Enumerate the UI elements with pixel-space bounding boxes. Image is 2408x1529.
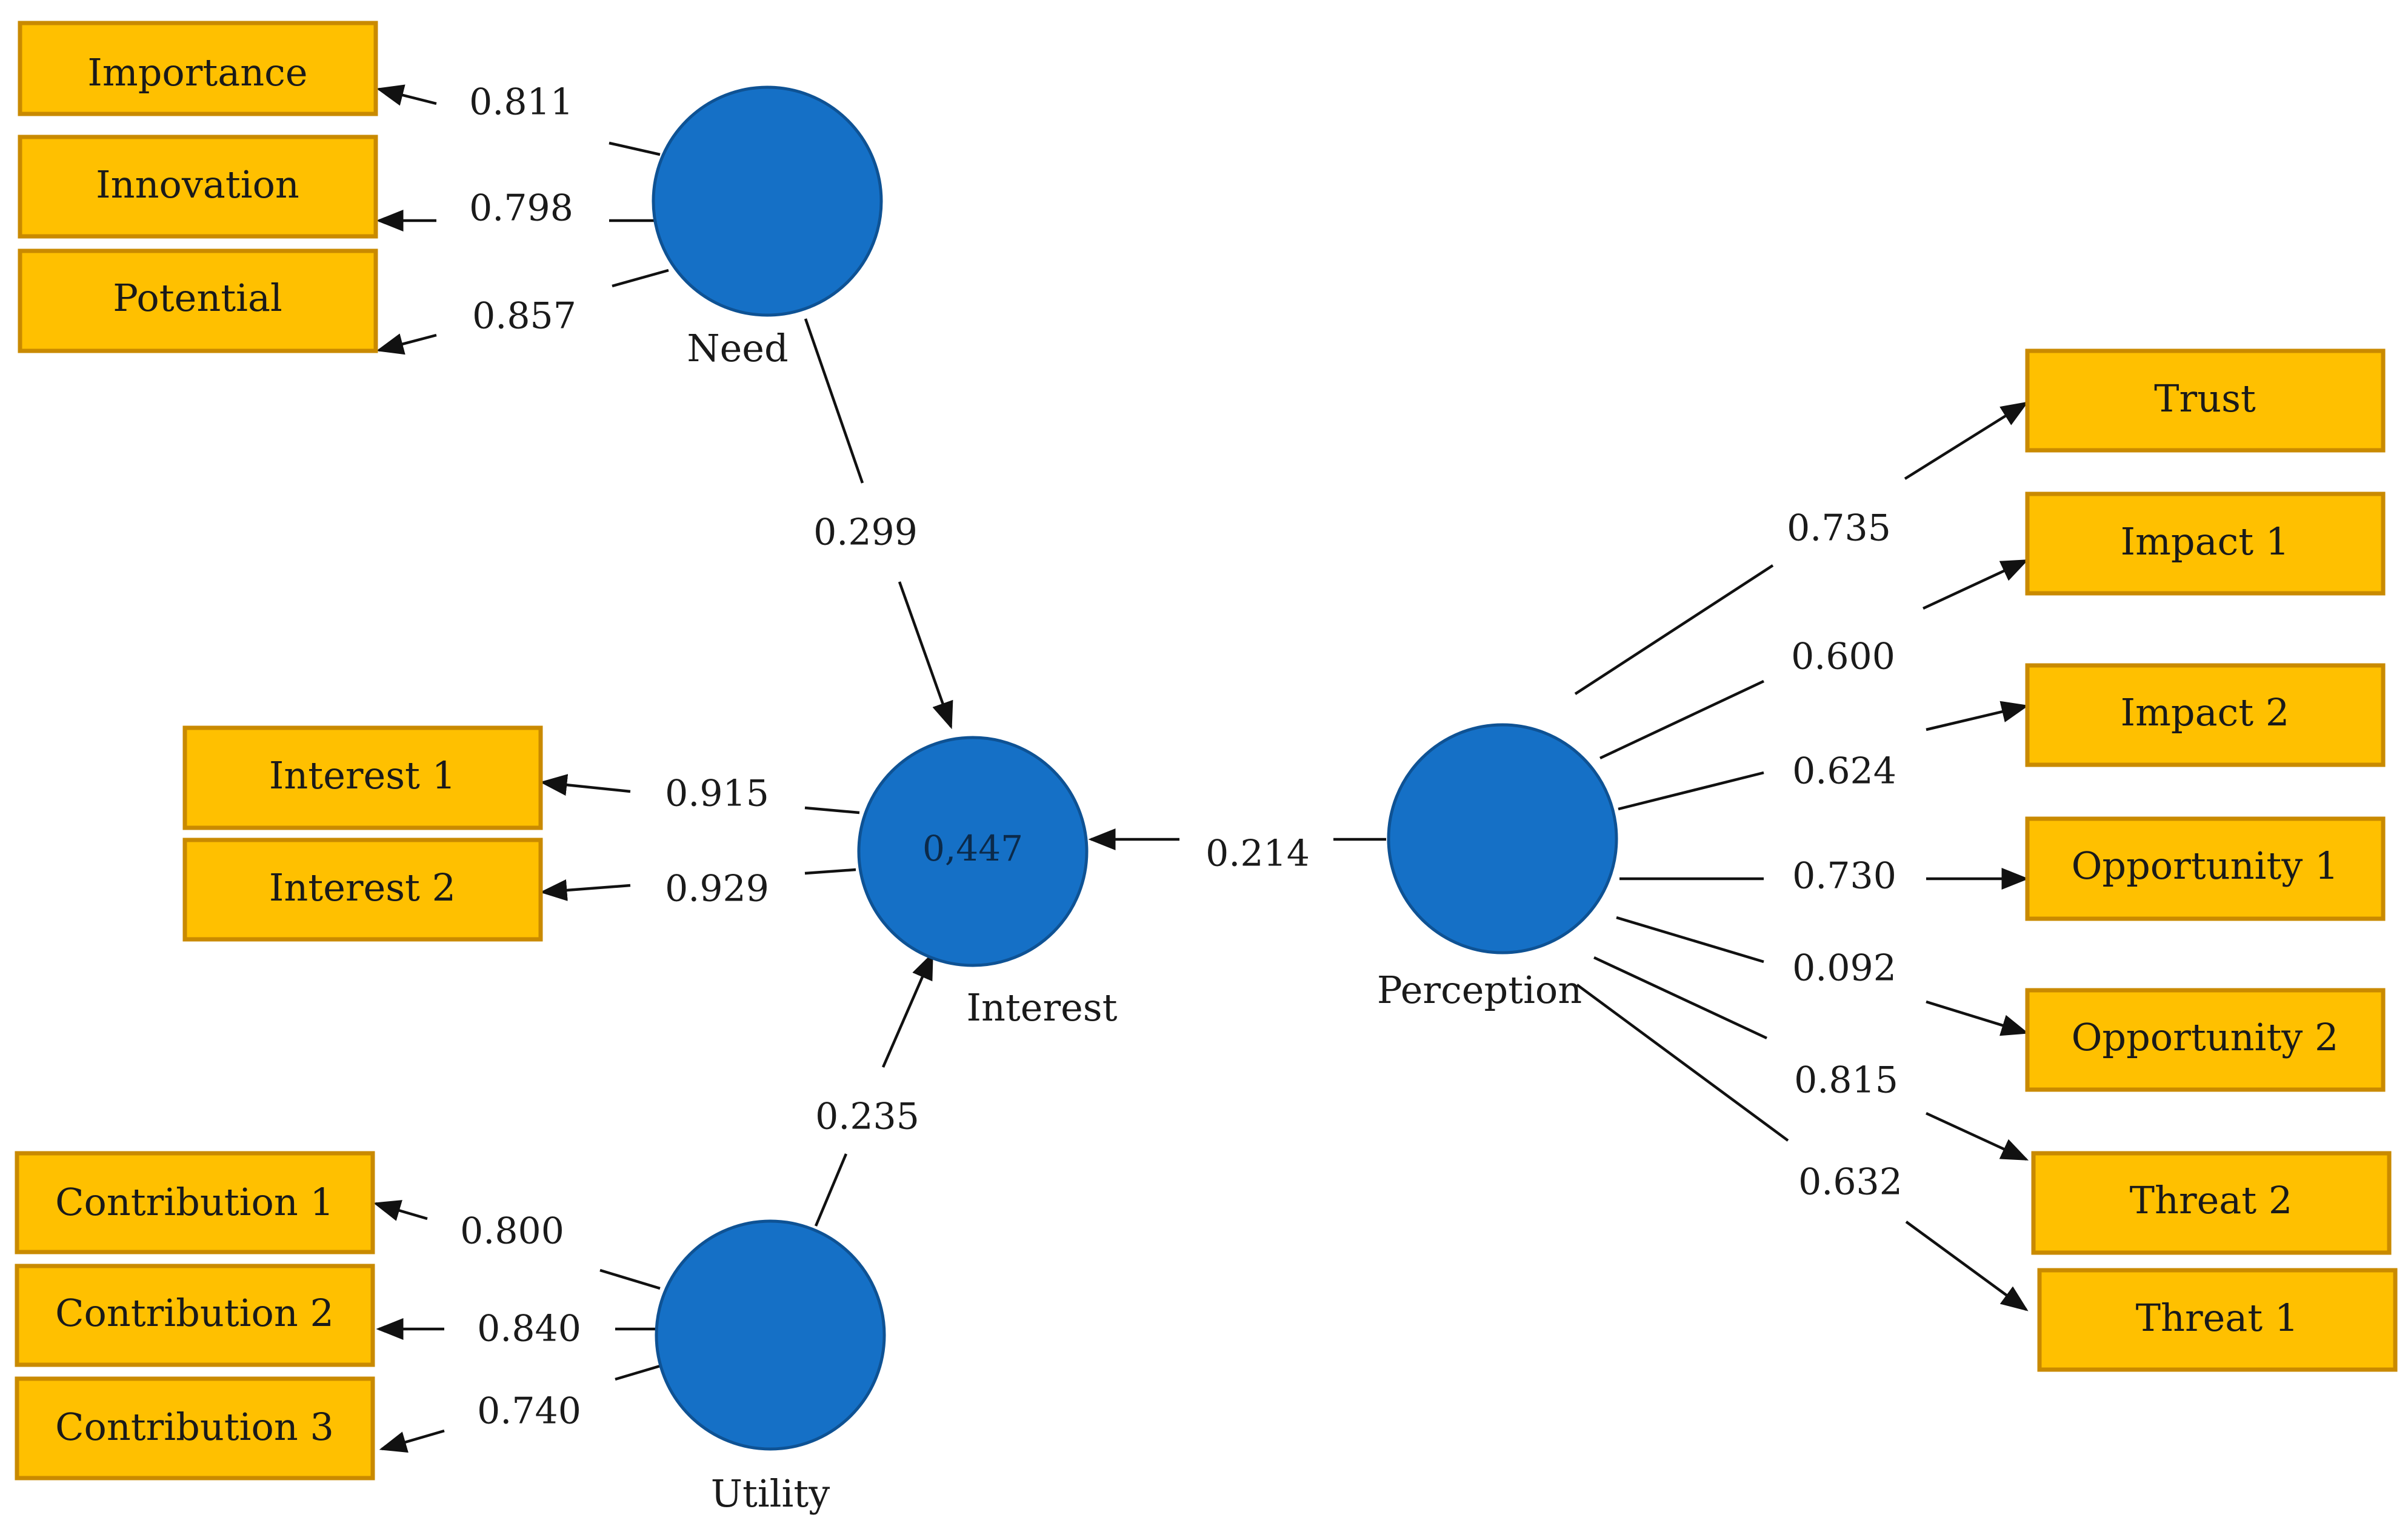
loading-innovation: 0.798: [469, 187, 573, 230]
indicator-trust-label: Trust: [2154, 376, 2256, 421]
edge-need-interest-b: [898, 581, 953, 730]
loading-interest2: 0.929: [665, 868, 769, 910]
indicator-importance: Importance: [18, 21, 378, 116]
indicator-threat2-label: Threat 2: [2130, 1178, 2293, 1222]
path-utility-interest: 0.235: [815, 1096, 919, 1138]
node-perception-circle: [1387, 723, 1618, 954]
node-utility-label: Utility: [711, 1471, 830, 1516]
edge-perception-threat2-a: [1593, 956, 1767, 1040]
indicator-contribution2: Contribution 2: [15, 1264, 375, 1367]
indicator-threat2: Threat 2: [2031, 1151, 2392, 1255]
edge-need-potential-b: [376, 333, 437, 355]
indicator-potential-label: Potential: [113, 276, 282, 320]
indicator-trust: Trust: [2025, 348, 2386, 453]
node-perception: [1387, 723, 1618, 954]
node-interest: 0,447: [857, 736, 1089, 967]
node-need-circle: [652, 85, 883, 317]
edge-need-potential-a: [612, 268, 669, 288]
indicator-impact2-label: Impact 2: [2121, 690, 2290, 735]
loading-interest1: 0.915: [665, 773, 769, 815]
latent-nodes: Need 0,447 Interest Utility Perception: [652, 85, 1618, 1516]
edge-utility-c1-a: [599, 1268, 661, 1290]
edge-perception-impact1-b: [1923, 559, 2029, 610]
indicator-impact1: Impact 1: [2025, 491, 2386, 596]
edge-perception-trust-b: [1904, 401, 2029, 480]
loading-contribution2: 0.840: [477, 1308, 581, 1350]
indicator-interest1: Interest 1: [182, 725, 543, 830]
node-interest-r2: 0,447: [922, 828, 1023, 869]
edge-perception-threat2-b: [1926, 1111, 2029, 1161]
indicator-interest2: Interest 2: [182, 838, 543, 942]
edges: [373, 84, 2029, 1453]
edge-utility-c3-b: [379, 1429, 445, 1453]
edge-utility-c1-b: [373, 1200, 428, 1221]
edge-perception-opp2-b: [1926, 1000, 2029, 1036]
node-need: [652, 85, 883, 317]
indicator-potential: Potential: [18, 248, 378, 353]
loading-impact2: 0.624: [1792, 750, 1896, 793]
edge-interest-i1-b: [539, 774, 631, 796]
edge-utility-interest-b: [881, 951, 934, 1068]
node-utility: [655, 1219, 886, 1451]
edge-interest-i1-a: [804, 806, 860, 814]
edge-utility-c3-a: [615, 1364, 661, 1381]
indicator-contribution1: Contribution 1: [15, 1151, 375, 1254]
edge-utility-interest-a: [814, 1153, 848, 1227]
path-perception-interest: 0.214: [1206, 833, 1310, 875]
indicator-contribution3-label: Contribution 3: [55, 1405, 334, 1449]
indicator-importance-label: Importance: [87, 50, 307, 95]
edge-need-importance-b: [376, 84, 437, 106]
indicator-opportunity2-label: Opportunity 2: [2072, 1015, 2339, 1059]
edge-perception-threat1-b: [1905, 1221, 2029, 1311]
node-interest-label: Interest: [966, 985, 1117, 1030]
node-need-label: Need: [687, 326, 788, 370]
edge-perception-trust-a: [1574, 564, 1774, 695]
coefficients: 0.811 0.798 0.857 0.299 0.915 0.929 0.21…: [460, 81, 1903, 1433]
loading-contribution3: 0.740: [477, 1390, 581, 1433]
indicator-boxes: Importance Innovation Potential Interest…: [15, 21, 2398, 1481]
indicator-interest2-label: Interest 2: [269, 865, 456, 910]
node-interest-circle: [857, 736, 1089, 967]
indicator-opportunity2: Opportunity 2: [2025, 988, 2386, 1092]
loading-potential: 0.857: [472, 295, 576, 338]
indicator-opportunity1: Opportunity 1: [2025, 816, 2386, 921]
loading-trust: 0.735: [1787, 507, 1891, 550]
path-need-interest: 0.299: [813, 511, 918, 554]
edge-perception-impact2-b: [1926, 701, 2029, 731]
loading-importance: 0.811: [469, 81, 573, 124]
edge-need-interest-a: [804, 318, 864, 484]
loading-impact1: 0.600: [1791, 636, 1895, 678]
edge-interest-i2-b: [539, 879, 631, 901]
indicator-impact2: Impact 2: [2025, 663, 2386, 767]
indicator-innovation-label: Innovation: [96, 162, 299, 207]
edge-perception-impact1-a: [1599, 679, 1764, 760]
indicator-contribution1-label: Contribution 1: [55, 1180, 334, 1224]
edge-perception-opp2-a: [1616, 916, 1764, 964]
loading-threat2: 0.815: [1794, 1059, 1898, 1102]
indicator-impact1-label: Impact 1: [2121, 519, 2290, 564]
indicator-contribution3: Contribution 3: [15, 1376, 375, 1481]
node-utility-circle: [655, 1219, 886, 1451]
edge-perception-threat1-a: [1576, 984, 1789, 1142]
indicator-contribution2-label: Contribution 2: [55, 1291, 334, 1335]
indicator-innovation: Innovation: [18, 135, 378, 239]
loading-opportunity1: 0.730: [1792, 855, 1896, 898]
loading-opportunity2: 0.092: [1792, 947, 1896, 990]
edge-need-importance-a: [609, 141, 661, 156]
edge-interest-i2-a: [804, 868, 856, 875]
node-perception-label: Perception: [1377, 968, 1582, 1012]
indicator-opportunity1-label: Opportunity 1: [2072, 844, 2339, 888]
indicator-threat1-label: Threat 1: [2136, 1296, 2299, 1340]
loading-contribution1: 0.800: [460, 1210, 564, 1253]
edge-perception-impact2-a: [1618, 771, 1764, 811]
loading-threat1: 0.632: [1798, 1161, 1903, 1204]
indicator-threat1: Threat 1: [2037, 1268, 2398, 1372]
indicator-interest1-label: Interest 1: [269, 753, 456, 798]
